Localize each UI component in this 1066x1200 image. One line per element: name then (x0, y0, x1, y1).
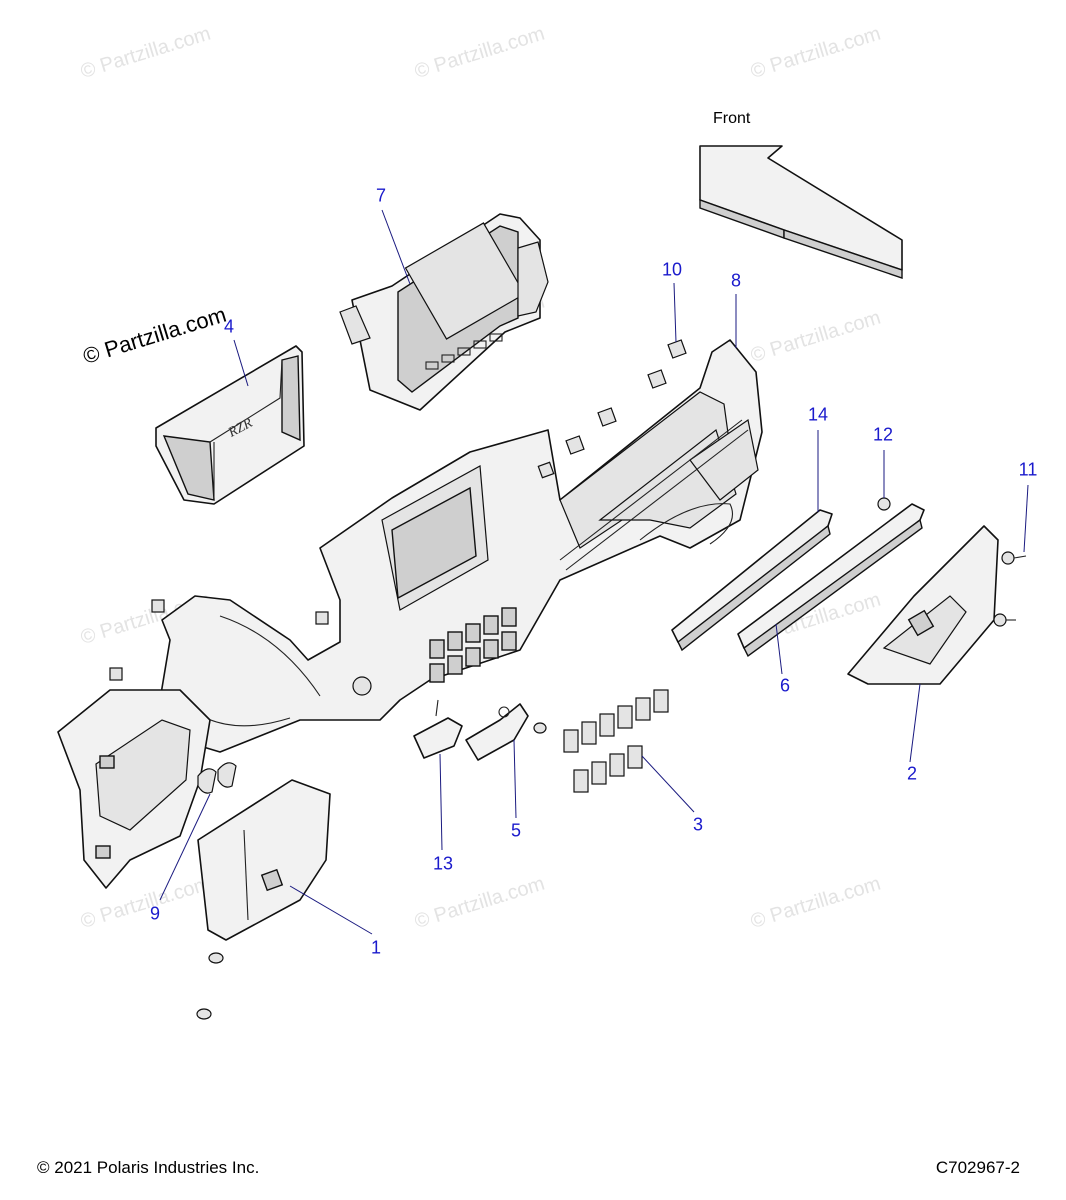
leader-lines (159, 209, 1029, 935)
callout-13: 13 (432, 853, 454, 874)
part-10-clips (109, 339, 687, 681)
callout-6: 6 (779, 675, 791, 696)
part-5-bracket (465, 703, 547, 761)
part-13-bracket (413, 699, 463, 759)
callout-12: 12 (872, 424, 894, 445)
part-12-nut (877, 497, 891, 511)
part-1-lower-left-panel (196, 779, 331, 1020)
callout-14: 14 (807, 404, 829, 425)
vent-grid (429, 607, 517, 683)
part-4-trim-panel (155, 345, 305, 505)
callout-10: 10 (661, 259, 683, 280)
callout-7: 7 (375, 185, 387, 206)
front-direction-arrow (699, 145, 903, 279)
part-9-left-bracket (57, 689, 237, 889)
part-8-dash-body (159, 339, 763, 753)
callout-2: 2 (906, 763, 918, 784)
part-6-rail (737, 503, 925, 658)
callout-9: 9 (149, 903, 161, 924)
callout-4: 4 (223, 316, 235, 337)
part-2-lower-right-panel (847, 525, 999, 685)
callout-8: 8 (730, 270, 742, 291)
callout-11: 11 (1018, 459, 1038, 480)
part-14-rail (671, 509, 833, 652)
callout-3: 3 (692, 814, 704, 835)
callout-1: 1 (370, 937, 382, 958)
diagram-id: C702967-2 (935, 1158, 1020, 1177)
part-3-vent-flaps (563, 689, 669, 793)
part-7-gauge-bezel (339, 213, 549, 411)
callout-5: 5 (510, 820, 522, 841)
part-11-screws (993, 551, 1027, 627)
copyright-text: © 2021 Polaris Industries Inc. (37, 1158, 260, 1177)
front-label: Front (713, 110, 751, 127)
